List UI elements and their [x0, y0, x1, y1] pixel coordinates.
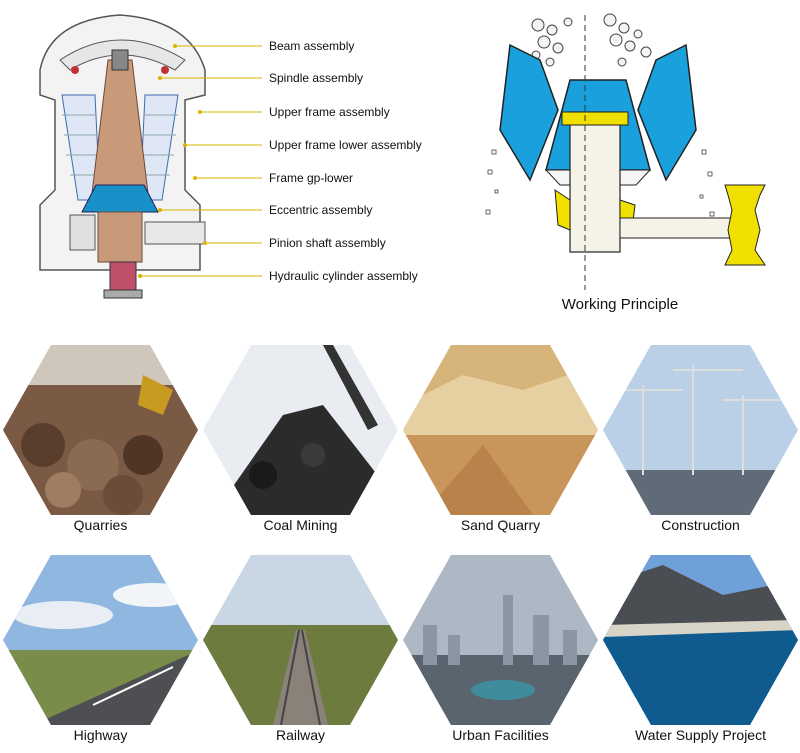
diagram-label-upper-frame-lower: Upper frame lower assembly — [269, 138, 422, 152]
working-principle-drawing — [485, 13, 766, 290]
application-card: Coal Mining — [203, 345, 398, 533]
crusher-cross-section-diagram: Beam assembly Spindle assembly Upper fra… — [0, 0, 440, 330]
application-image — [603, 345, 798, 515]
application-card: Sand Quarry — [403, 345, 598, 533]
diagram-label-spindle: Spindle assembly — [269, 71, 363, 85]
application-image — [203, 555, 398, 725]
diagram-label-pinion-shaft: Pinion shaft assembly — [269, 236, 386, 250]
working-principle-caption: Working Principle — [561, 296, 679, 313]
application-image — [403, 555, 598, 725]
application-card: Water Supply Project — [603, 555, 798, 743]
application-image — [3, 555, 198, 725]
application-image — [403, 345, 598, 515]
application-label: Urban Facilities — [452, 727, 549, 743]
diagram-label-frame-lower: Frame gp-lower — [269, 171, 353, 185]
application-label: Water Supply Project — [635, 727, 766, 743]
application-image — [203, 345, 398, 515]
application-label: Highway — [73, 727, 128, 743]
diagram-label-beam: Beam assembly — [269, 39, 354, 53]
application-card: Highway — [3, 555, 198, 743]
application-card: Construction — [603, 345, 798, 533]
application-label: Coal Mining — [263, 517, 338, 533]
diagram-label-eccentric: Eccentric assembly — [269, 203, 372, 217]
application-card: Railway — [203, 555, 398, 743]
diagram-label-hydraulic-cylinder: Hydraulic cylinder assembly — [269, 269, 418, 283]
application-label: Sand Quarry — [460, 517, 541, 533]
application-image — [3, 345, 198, 515]
application-card: Urban Facilities — [403, 555, 598, 743]
diagram-label-upper-frame: Upper frame assembly — [269, 105, 390, 119]
application-label: Quarries — [73, 517, 128, 533]
application-label: Railway — [275, 727, 325, 743]
working-principle-panel: Working Principle — [440, 0, 800, 330]
application-label: Construction — [661, 517, 740, 533]
application-card: Quarries — [3, 345, 198, 533]
application-image — [603, 555, 798, 725]
crusher-drawing: Beam assembly Spindle assembly Upper fra… — [39, 14, 422, 299]
